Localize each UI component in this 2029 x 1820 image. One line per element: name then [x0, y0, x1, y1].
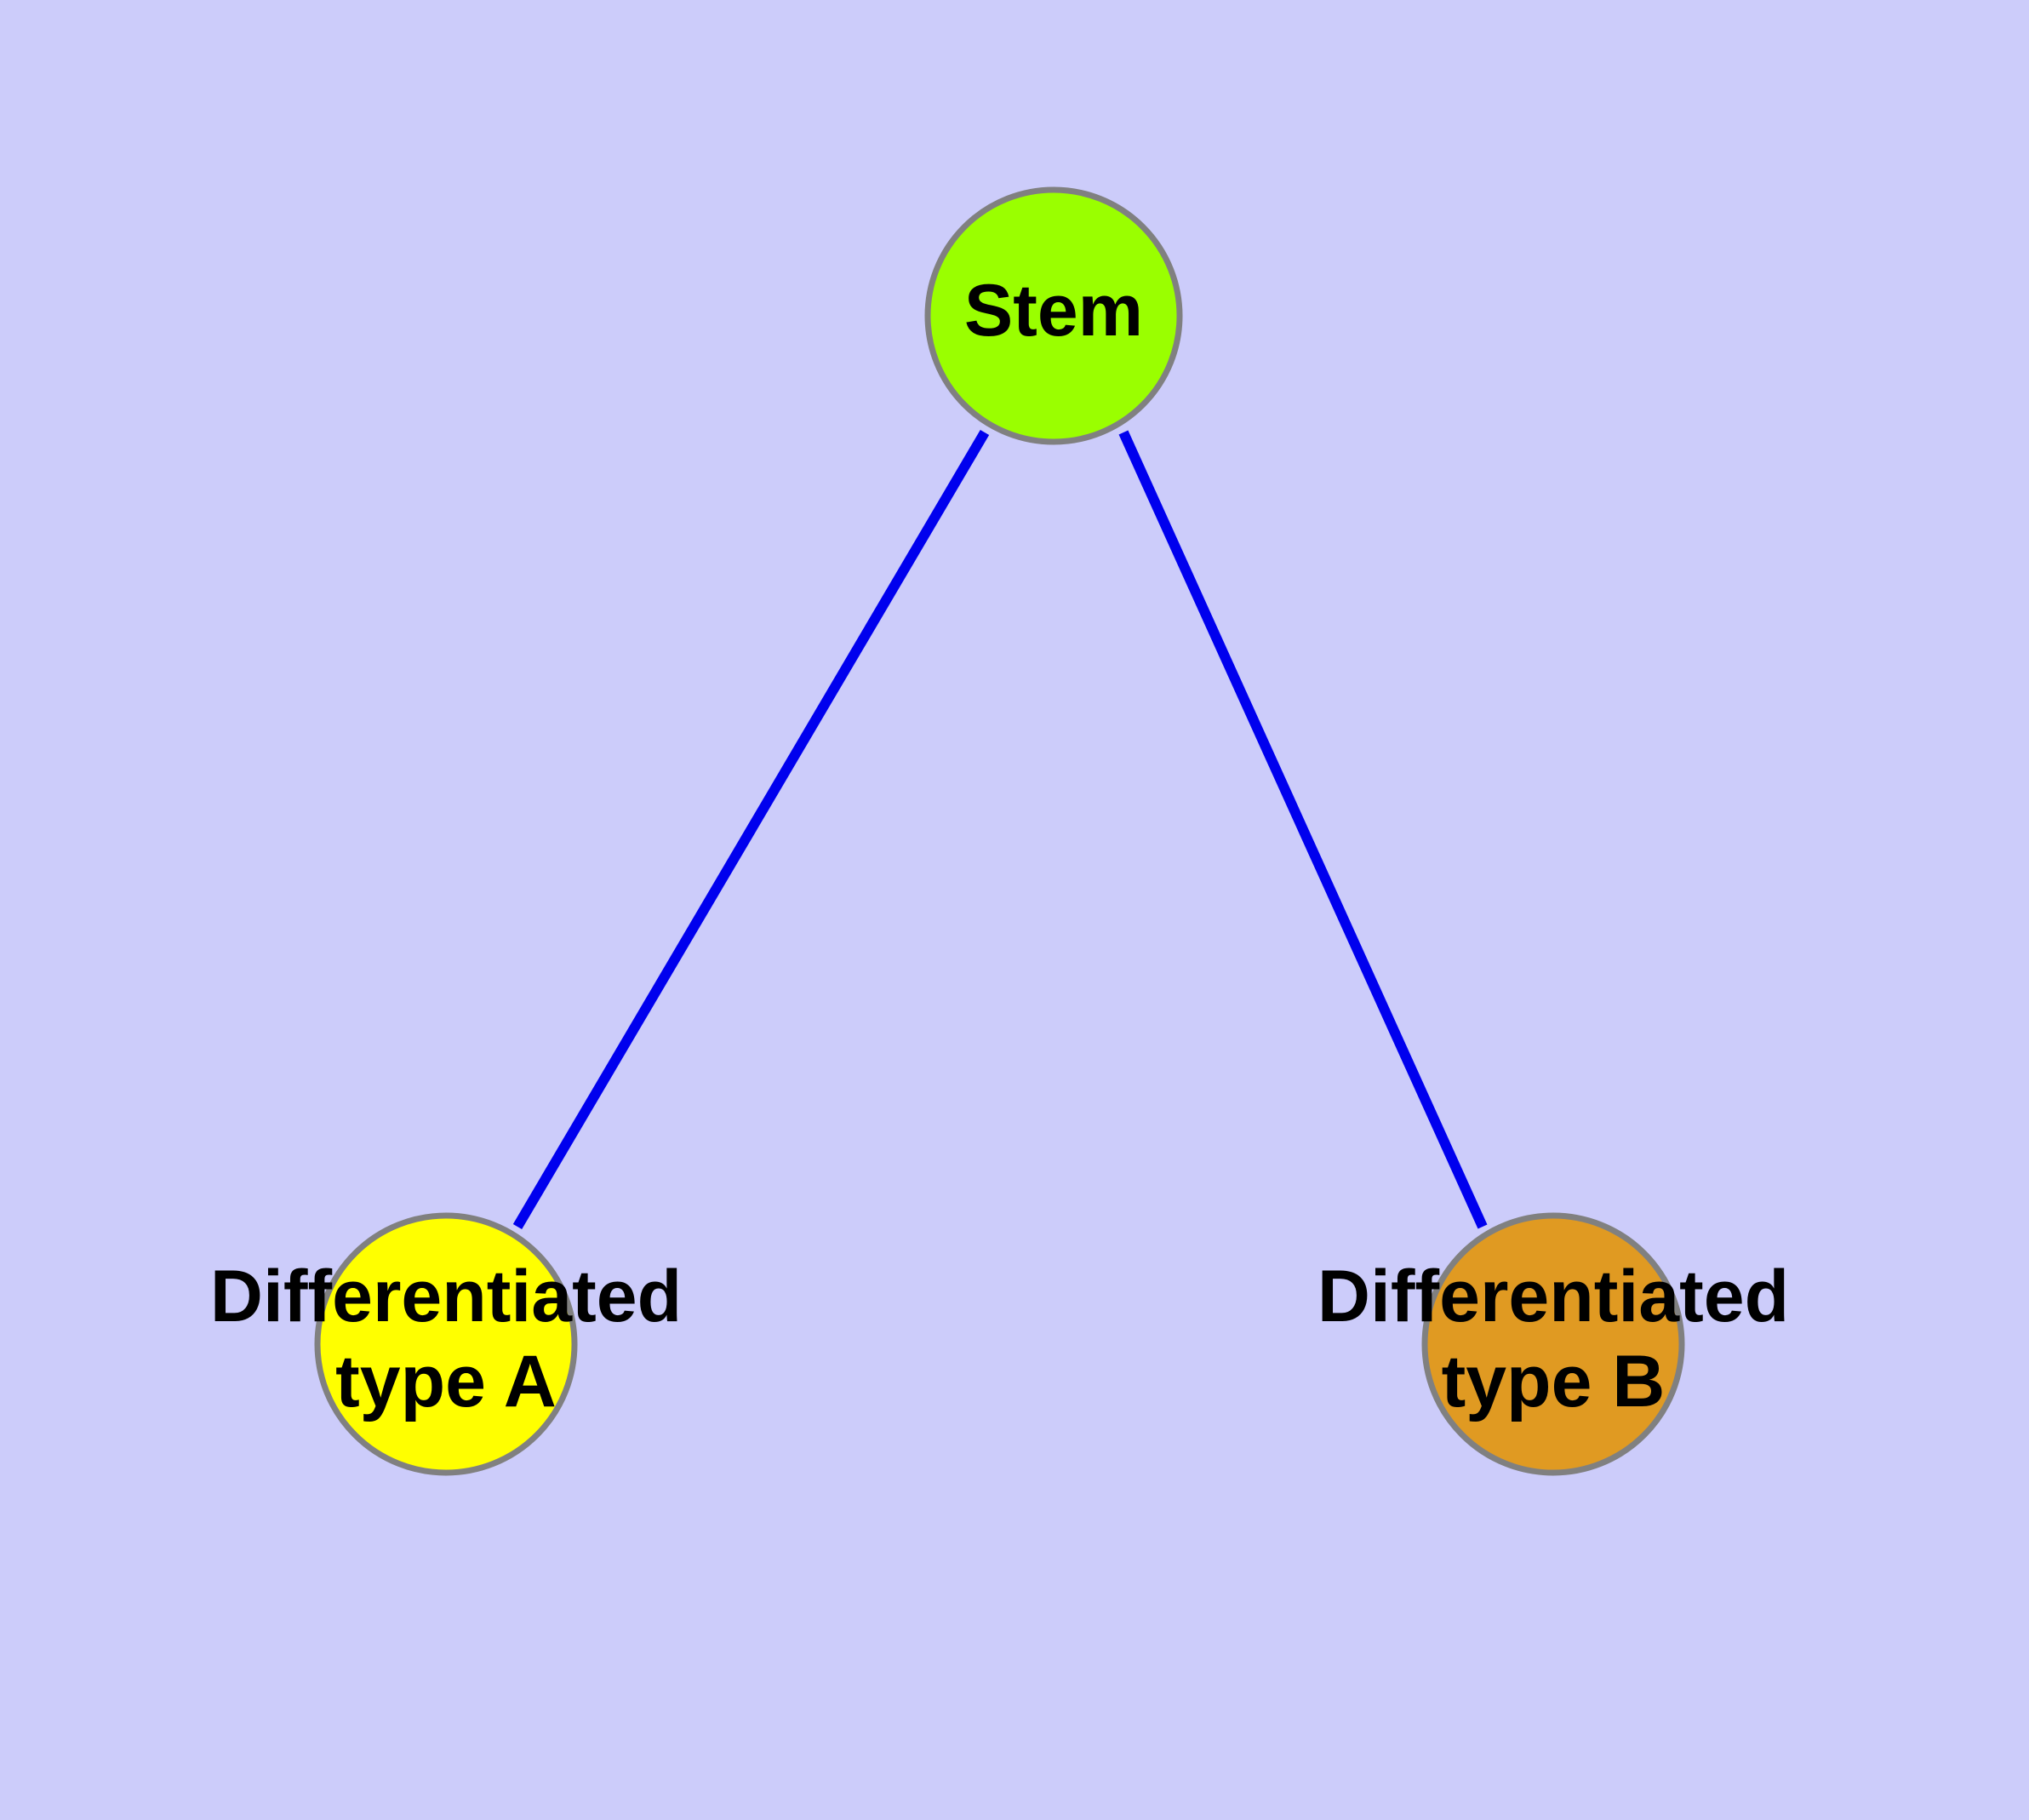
edge-stem-to-diff-b[interactable]	[1118, 430, 1488, 1229]
node-stem[interactable]	[924, 186, 1183, 445]
node-label-line: type A	[335, 1341, 557, 1422]
node-label-stem: Stem	[964, 270, 1143, 352]
node-label-line: type B	[1442, 1341, 1666, 1422]
node-label-line: Stem	[964, 270, 1143, 352]
node-diff_a[interactable]	[314, 1212, 578, 1476]
node-label-line: Differentiated	[1317, 1256, 1789, 1337]
edge-stem-to-diff-a[interactable]	[512, 429, 990, 1230]
node-label-line: Differentiated	[210, 1256, 682, 1337]
edges-layer	[512, 429, 1488, 1230]
nodes-layer	[314, 186, 1685, 1476]
node-diff_b[interactable]	[1421, 1212, 1685, 1476]
